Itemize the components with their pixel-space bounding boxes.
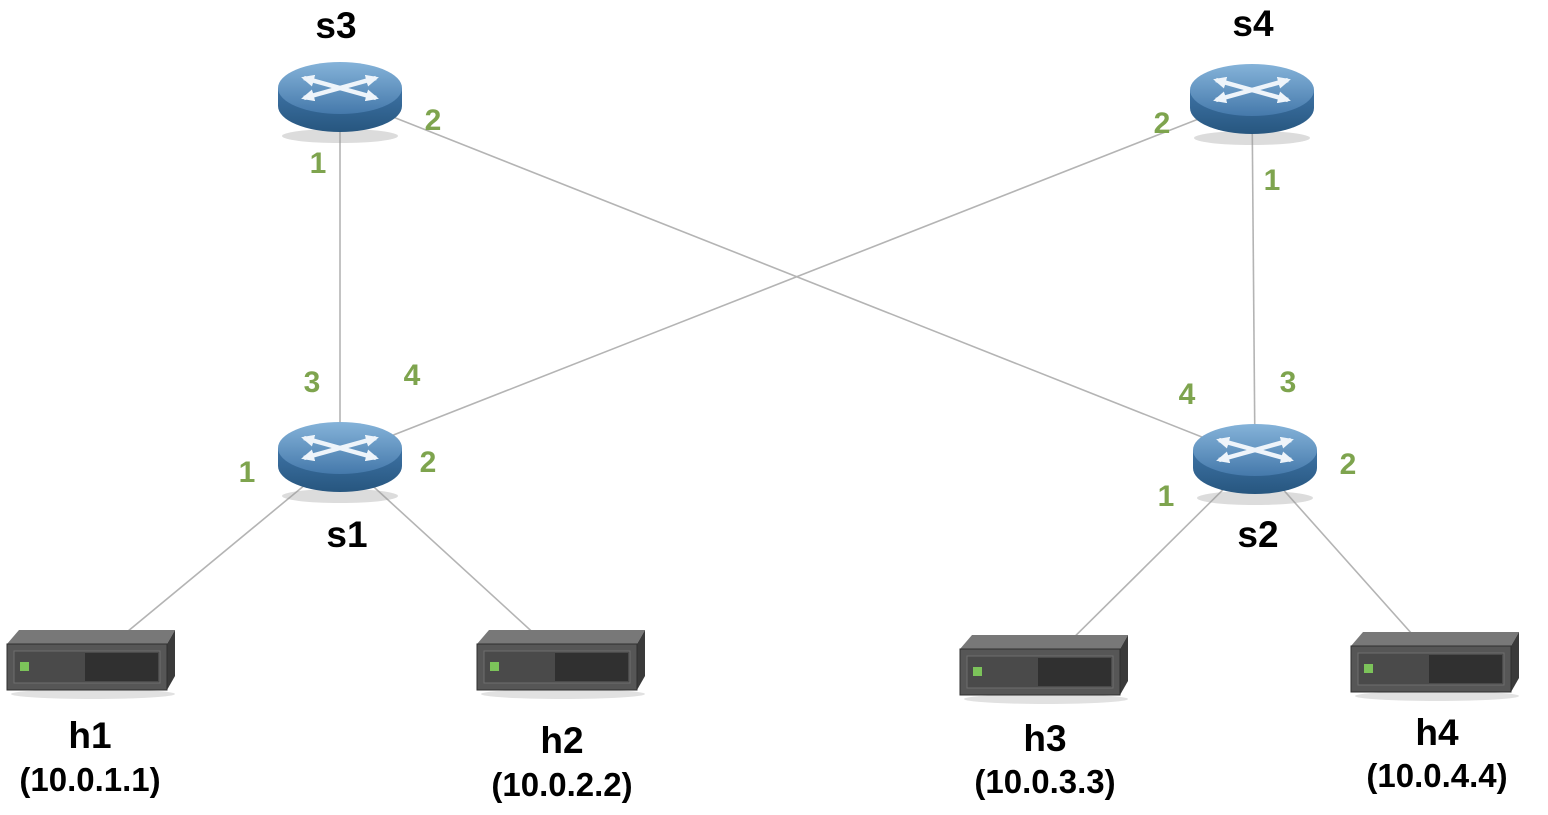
switch-s2-label: s2 <box>1237 514 1278 555</box>
host-h4: h4 (10.0.4.4) <box>1350 631 1520 794</box>
host-h3-label: h3 <box>1023 718 1066 759</box>
switch-s1-port-label-1: 1 <box>239 456 256 489</box>
host-h1: h1 (10.0.1.1) <box>6 629 176 798</box>
switch-s1-label: s1 <box>326 514 367 555</box>
switch-s4-label: s4 <box>1232 3 1274 44</box>
switch-s1-port-label-2: 2 <box>420 446 437 479</box>
switch-s2-port-label-4: 4 <box>1179 378 1196 411</box>
switch-s1: s1 3 4 1 2 <box>239 359 437 555</box>
switch-s4-port-label-1: 1 <box>1264 164 1281 197</box>
host-icon <box>476 629 646 700</box>
link-s1-h2 <box>339 455 564 661</box>
switch-s1-port-label-4: 4 <box>404 359 421 392</box>
switch-s3-label: s3 <box>315 5 356 46</box>
host-h4-label: h4 <box>1415 712 1459 753</box>
switch-s2-port-label-2: 2 <box>1340 448 1357 481</box>
switch-s3-port-label-1: 1 <box>310 147 327 180</box>
host-h2-ip: (10.0.2.2) <box>491 766 632 803</box>
host-h3: h3 (10.0.3.3) <box>959 634 1129 800</box>
router-icon <box>1190 64 1314 145</box>
switch-s3-port-label-2: 2 <box>425 104 442 137</box>
switch-s2: s2 4 3 1 2 <box>1158 366 1357 555</box>
switch-s4-port-label-2: 2 <box>1154 107 1171 140</box>
link-s4-s2 <box>1251 97 1256 459</box>
switch-s1-port-label-3: 3 <box>304 366 321 399</box>
host-icon <box>959 634 1129 705</box>
link-s4-s1 <box>339 97 1253 457</box>
router-icon <box>278 62 402 143</box>
switch-s2-port-label-3: 3 <box>1280 366 1297 399</box>
switch-s4: s4 2 1 <box>1154 3 1314 197</box>
host-icon <box>6 629 176 700</box>
router-icon <box>1193 424 1317 505</box>
host-h1-label: h1 <box>68 715 111 756</box>
host-icon <box>1350 631 1520 702</box>
host-h1-ip: (10.0.1.1) <box>19 761 160 798</box>
host-h3-ip: (10.0.3.3) <box>974 763 1115 800</box>
link-s1-h1 <box>92 455 341 661</box>
link-s2-h4 <box>1254 457 1438 663</box>
switch-s3: s3 1 2 <box>278 5 441 180</box>
host-h2: h2 (10.0.2.2) <box>476 629 646 803</box>
host-h4-ip: (10.0.4.4) <box>1366 757 1507 794</box>
links-layer <box>92 95 1438 666</box>
switch-s2-port-label-1: 1 <box>1158 480 1175 513</box>
host-h2-label: h2 <box>540 720 583 761</box>
